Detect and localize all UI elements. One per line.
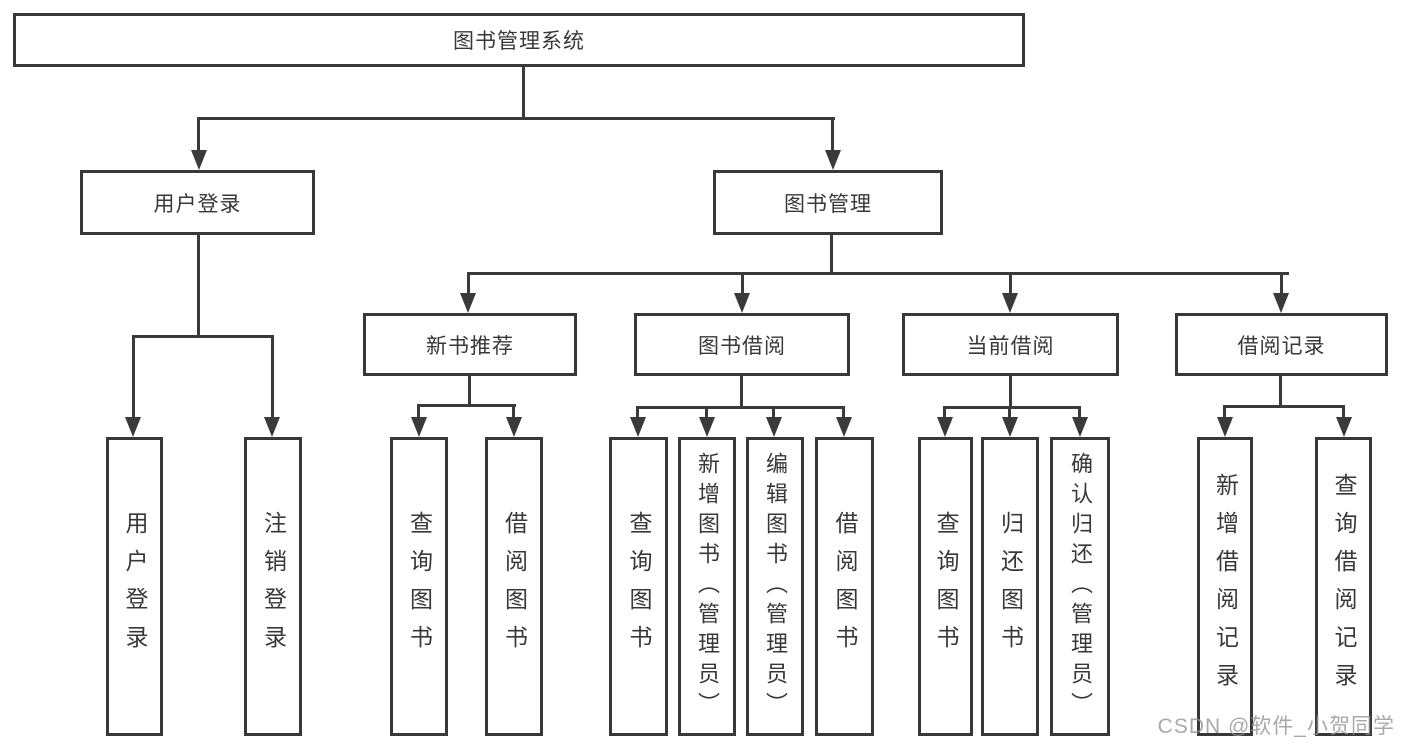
leaf-records-add-label: 新增借阅记录: [1212, 472, 1239, 701]
node-borrow-records-label: 借阅记录: [1237, 334, 1326, 358]
connector-newbooks-stub2: [512, 404, 515, 419]
node-new-books: 新书推荐: [363, 313, 577, 376]
connector-bookmgmt-vertical: [830, 234, 833, 275]
arrow-bookborrow-query: [630, 417, 646, 437]
node-book-borrow-label: 图书借阅: [698, 334, 786, 358]
leaf-currentborrow-return: 归还图书: [981, 437, 1039, 736]
arrow-to-book-mgmt: [825, 150, 841, 170]
connector-records-vertical: [1279, 375, 1282, 408]
arrow-bookborrow-edit: [766, 417, 782, 437]
arrow-to-leaf-logout: [264, 417, 280, 437]
leaf-currentborrow-query-label: 查询图书: [933, 510, 959, 663]
connector-bookmgmt-stub4: [1280, 272, 1283, 296]
arrow-newbooks-query: [411, 417, 427, 437]
connector-userlogin-horizontal: [132, 335, 274, 338]
leaf-currentborrow-confirm-admin: 确认归还（管理员）: [1050, 437, 1110, 736]
connector-userlogin-vertical: [197, 234, 200, 338]
leaf-logout: 注销登录: [244, 437, 302, 736]
connector-currentborrow-stub3: [1078, 406, 1081, 419]
leaf-newbooks-query: 查询图书: [390, 437, 448, 736]
node-book-mgmt-branch: 图书管理: [713, 170, 943, 235]
leaf-bookborrow-borrow-label: 借阅图书: [832, 510, 858, 663]
arrow-newbooks-borrow: [506, 417, 522, 437]
connector-currentborrow-stub1: [943, 406, 946, 419]
arrow-records-query: [1336, 417, 1352, 437]
connector-bookmgmt-stub3: [1009, 272, 1012, 296]
leaf-user-login: 用户登录: [106, 437, 163, 736]
connector-root-horizontal: [197, 117, 835, 120]
node-current-borrow: 当前借阅: [902, 313, 1119, 376]
csdn-watermark: CSDN @软件_小贺同学: [1157, 715, 1395, 738]
arrow-currentborrow-confirm: [1072, 417, 1088, 437]
connector-records-stub1: [1223, 405, 1226, 419]
connector-bookborrow-stub1: [636, 406, 639, 419]
leaf-bookborrow-add-admin: 新增图书（管理员）: [678, 437, 736, 736]
connector-bookborrow-horizontal: [636, 406, 845, 409]
connector-newbooks-stub1: [417, 404, 420, 419]
leaf-bookborrow-borrow: 借阅图书: [815, 437, 874, 736]
connector-records-horizontal: [1223, 405, 1345, 408]
arrow-currentborrow-query: [937, 417, 953, 437]
leaf-currentborrow-query: 查询图书: [918, 437, 973, 736]
leaf-user-login-label: 用户登录: [122, 510, 148, 663]
connector-currentborrow-vertical: [1009, 375, 1012, 409]
leaf-currentborrow-confirm-admin-label: 确认归还（管理员）: [1068, 451, 1093, 722]
node-book-mgmt-branch-label: 图书管理: [784, 192, 872, 216]
arrow-to-book-borrow: [734, 293, 750, 313]
arrow-to-new-books: [460, 293, 476, 313]
arrow-currentborrow-return: [1002, 417, 1018, 437]
connector-newbooks-vertical: [468, 375, 471, 407]
node-current-borrow-label: 当前借阅: [966, 334, 1055, 358]
leaf-logout-label: 注销登录: [260, 510, 287, 663]
leaf-currentborrow-return-label: 归还图书: [997, 510, 1024, 663]
connector-root-stub-left: [197, 117, 200, 152]
leaf-bookborrow-add-admin-label: 新增图书（管理员）: [695, 451, 720, 722]
leaf-records-query: 查询借阅记录: [1315, 437, 1372, 736]
node-user-login-branch-label: 用户登录: [153, 192, 242, 216]
node-borrow-records: 借阅记录: [1175, 313, 1388, 376]
arrow-to-borrow-records: [1273, 293, 1289, 313]
node-root-system: 图书管理系统: [13, 13, 1025, 67]
arrow-bookborrow-borrow: [836, 417, 852, 437]
arrow-to-current-borrow: [1002, 293, 1018, 313]
leaf-bookborrow-query-label: 查询图书: [626, 510, 652, 663]
leaf-newbooks-query-label: 查询图书: [406, 510, 433, 663]
node-new-books-label: 新书推荐: [426, 334, 514, 358]
leaf-bookborrow-query: 查询图书: [609, 437, 668, 736]
connector-records-stub2: [1342, 405, 1345, 419]
node-user-login-branch: 用户登录: [80, 170, 315, 235]
arrow-to-user-login: [191, 150, 207, 170]
leaf-newbooks-borrow-label: 借阅图书: [501, 510, 528, 663]
connector-root-stub-right: [831, 117, 834, 152]
arrow-bookborrow-add: [699, 417, 715, 437]
connector-userlogin-stub2: [271, 335, 274, 419]
connector-newbooks-horizontal: [417, 404, 516, 407]
connector-bookborrow-stub2: [705, 406, 708, 419]
connector-bookmgmt-stub1: [467, 272, 470, 296]
connector-bookborrow-stub3: [772, 406, 775, 419]
leaf-records-add: 新增借阅记录: [1197, 437, 1253, 736]
connector-currentborrow-horizontal: [943, 406, 1081, 409]
connector-root-vertical: [522, 66, 525, 120]
node-book-borrow: 图书借阅: [634, 313, 850, 376]
connector-currentborrow-stub2: [1008, 406, 1011, 419]
leaf-bookborrow-edit-admin: 编辑图书（管理员）: [746, 437, 804, 736]
connector-bookmgmt-stub2: [741, 272, 744, 296]
arrow-records-add: [1217, 417, 1233, 437]
node-root-label: 图书管理系统: [453, 30, 585, 53]
connector-bookborrow-vertical: [740, 375, 743, 409]
connector-bookmgmt-horizontal: [467, 272, 1289, 275]
connector-bookborrow-stub4: [842, 406, 845, 419]
connector-userlogin-stub1: [132, 335, 135, 419]
leaf-newbooks-borrow: 借阅图书: [485, 437, 543, 736]
leaf-records-query-label: 查询借阅记录: [1331, 472, 1357, 701]
arrow-to-leaf-user-login: [125, 417, 141, 437]
leaf-bookborrow-edit-admin-label: 编辑图书（管理员）: [763, 451, 788, 722]
